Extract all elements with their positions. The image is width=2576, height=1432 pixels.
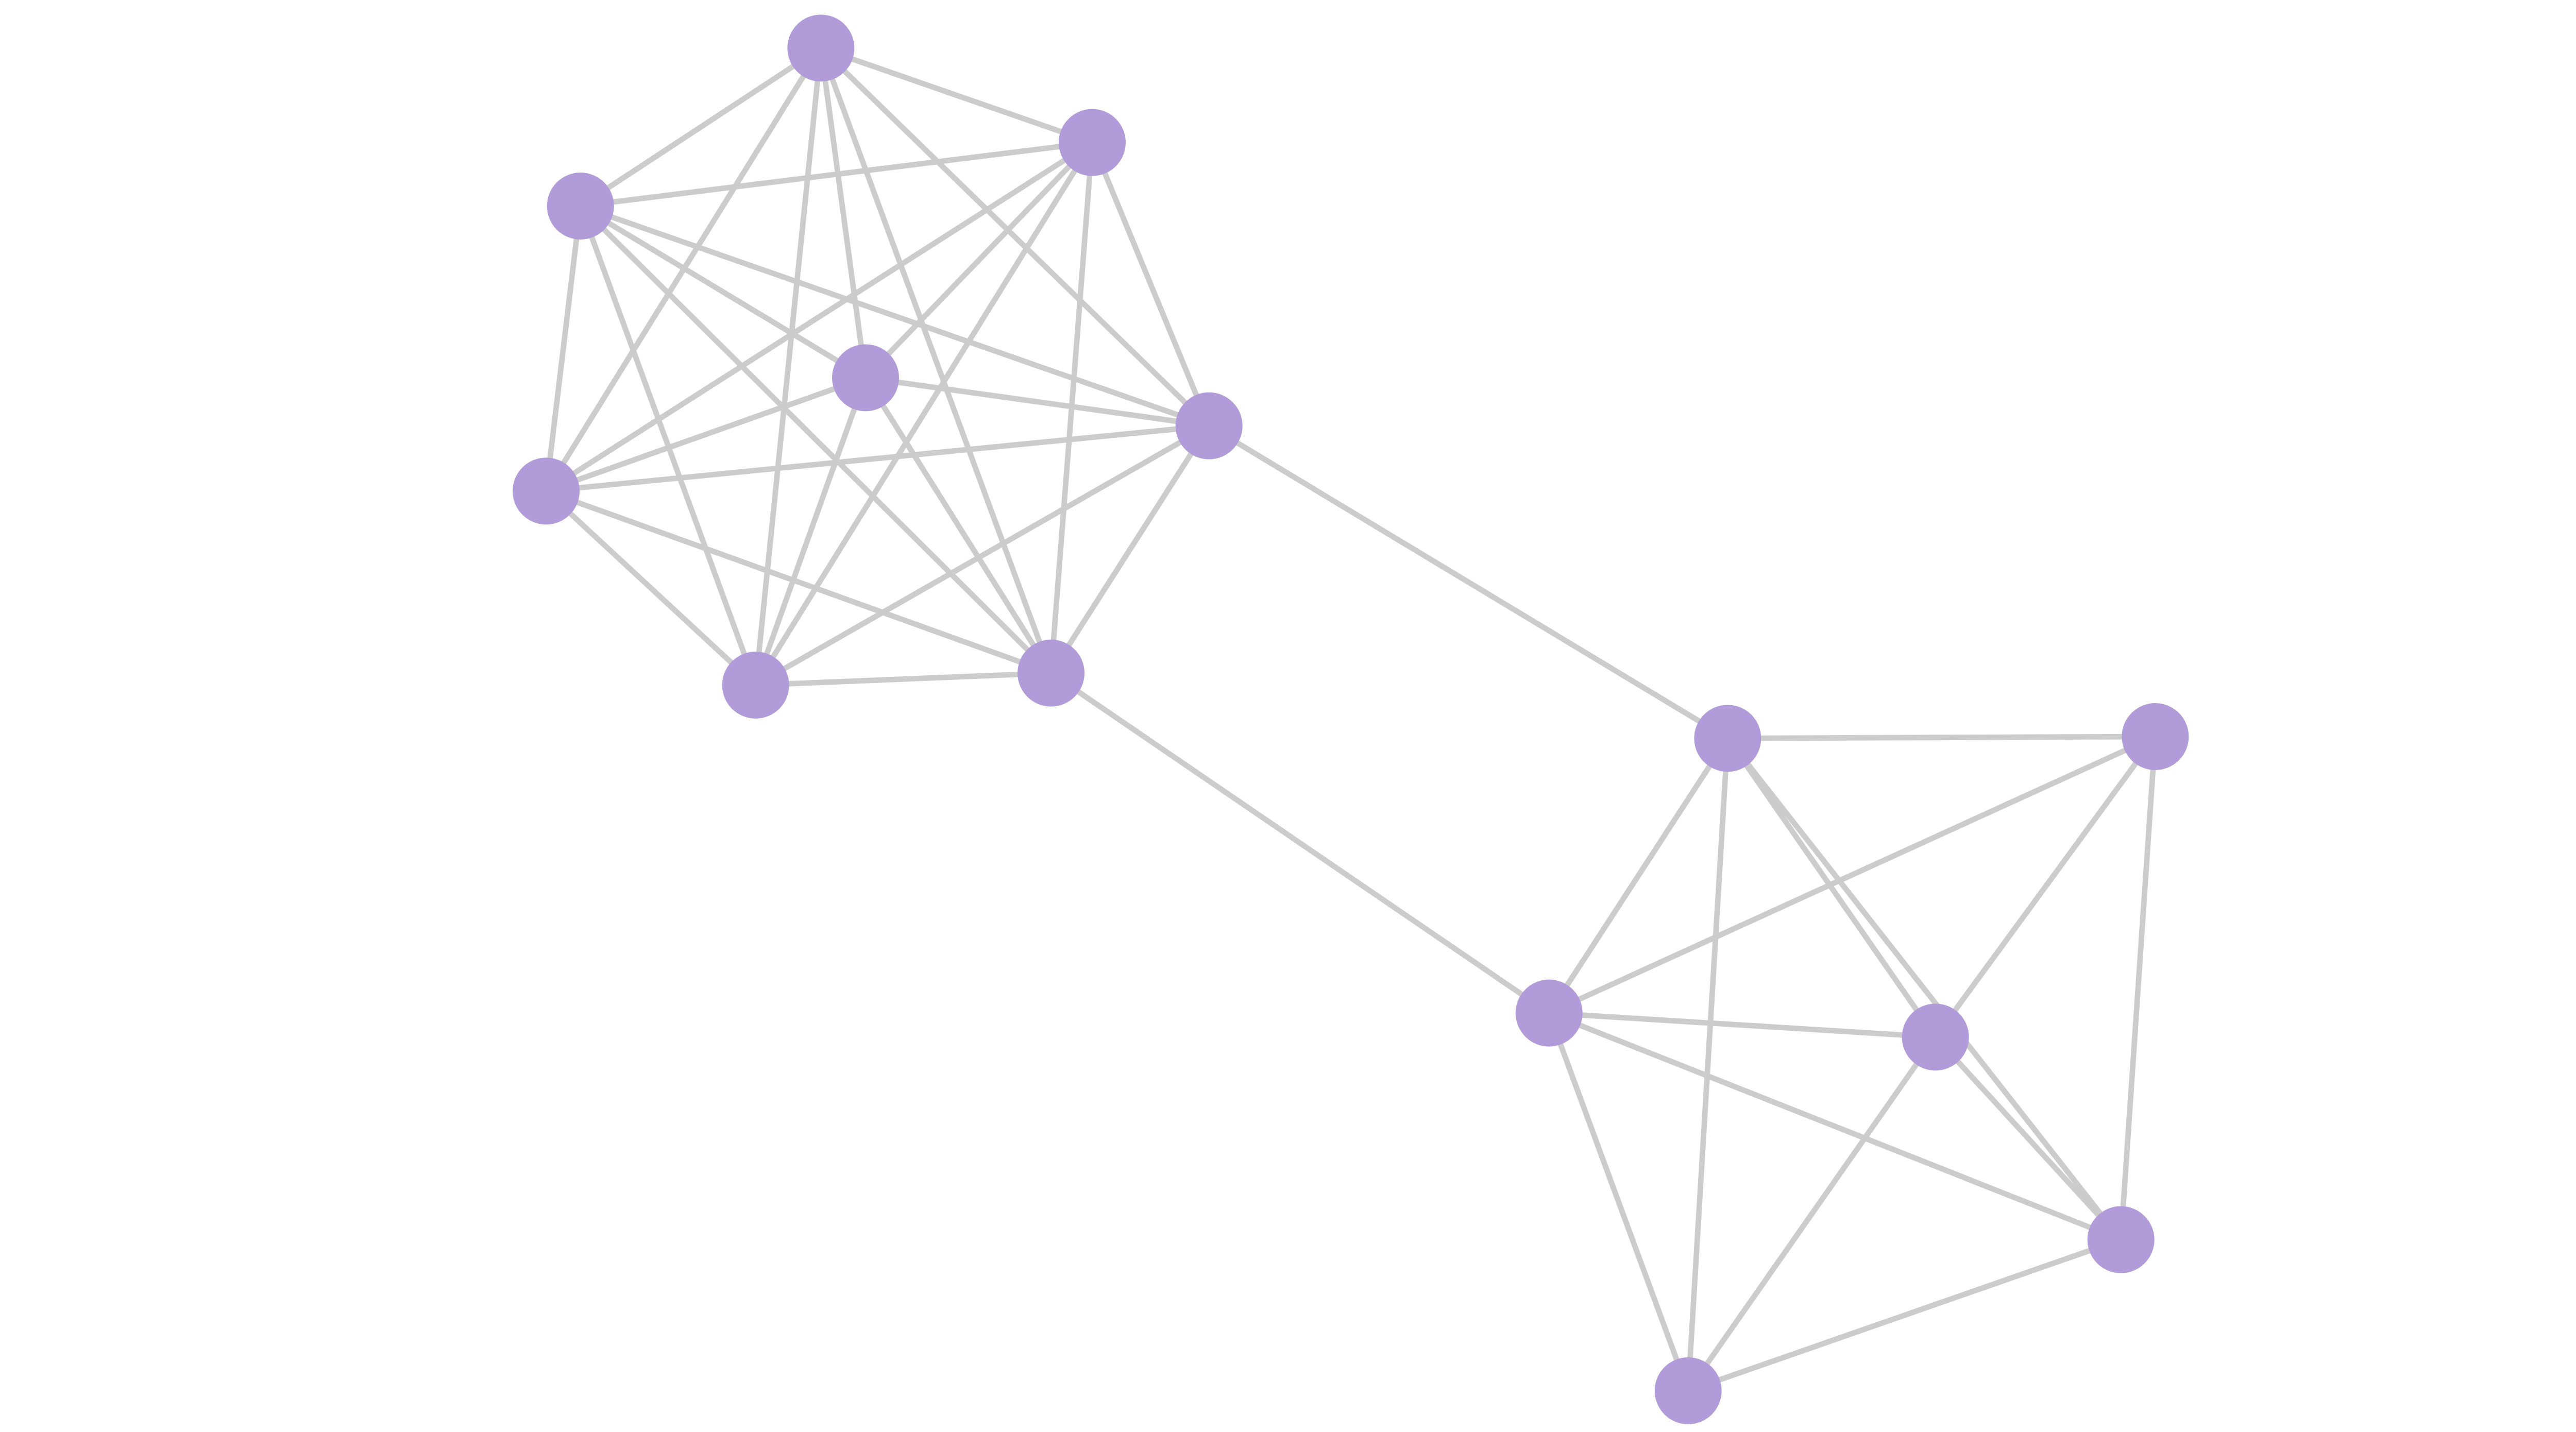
graph-edge [2118, 736, 2158, 1240]
graph-edge [863, 376, 1054, 675]
graph-edge [755, 670, 1052, 688]
graph-node [1654, 1357, 1722, 1424]
graph-node [1018, 639, 1084, 707]
graph-edge [544, 489, 758, 687]
graph-edge [545, 488, 1052, 676]
graph-edge [753, 141, 1095, 687]
graph-node [1059, 109, 1126, 176]
graph-node [1175, 392, 1243, 459]
graph-edge [1049, 671, 1551, 1016]
graph-edge [1090, 141, 1212, 427]
graph-node [722, 652, 789, 719]
graph-edge [1727, 734, 2156, 741]
graph-edge [818, 47, 1054, 674]
node-layer [513, 14, 2189, 1424]
graph-node [1515, 979, 1583, 1047]
graph-edge [579, 45, 823, 209]
graph-edge [1547, 737, 1730, 1015]
graph-node [1902, 1003, 1969, 1071]
graph-edge [1725, 737, 1938, 1039]
graph-edge [1933, 1035, 2123, 1242]
graph-edge [578, 204, 1053, 675]
graph-edge [753, 47, 824, 686]
graph-edge [754, 423, 1211, 688]
graph-edge [545, 375, 867, 494]
graph-node [547, 173, 614, 240]
graph-edge [579, 203, 1210, 429]
graph-edge [543, 206, 583, 491]
graph-edge [1207, 423, 1730, 741]
graph-edge [545, 140, 1094, 493]
graph-edge [1685, 738, 1731, 1391]
graph-edge [1933, 735, 2158, 1039]
graph-edge [1548, 1010, 2122, 1242]
graph-edge [1549, 1010, 1936, 1040]
graph-edge [820, 45, 1093, 145]
graph-edge [819, 46, 1211, 428]
graph-edge [1687, 1237, 2122, 1394]
edge-layer [543, 45, 2158, 1394]
graph-edge [753, 377, 869, 686]
graph-node [1694, 705, 1761, 772]
graph-edge [818, 47, 869, 379]
graph-node [832, 344, 899, 412]
graph-edge [546, 423, 1210, 494]
graph-node [2122, 703, 2189, 770]
graph-node [513, 457, 580, 525]
graph-edge [865, 375, 1210, 429]
graph-edge [580, 140, 1093, 209]
graph-edge [1548, 734, 2157, 1016]
graph-edge [863, 140, 1094, 380]
graph-edge [1686, 1035, 1938, 1393]
graph-edge [1725, 737, 2123, 1241]
graph-edge [579, 203, 867, 380]
graph-node [787, 14, 855, 82]
graph-node [2087, 1206, 2155, 1273]
graph-edge [1048, 424, 1212, 675]
graph-edge [1546, 1012, 1691, 1392]
